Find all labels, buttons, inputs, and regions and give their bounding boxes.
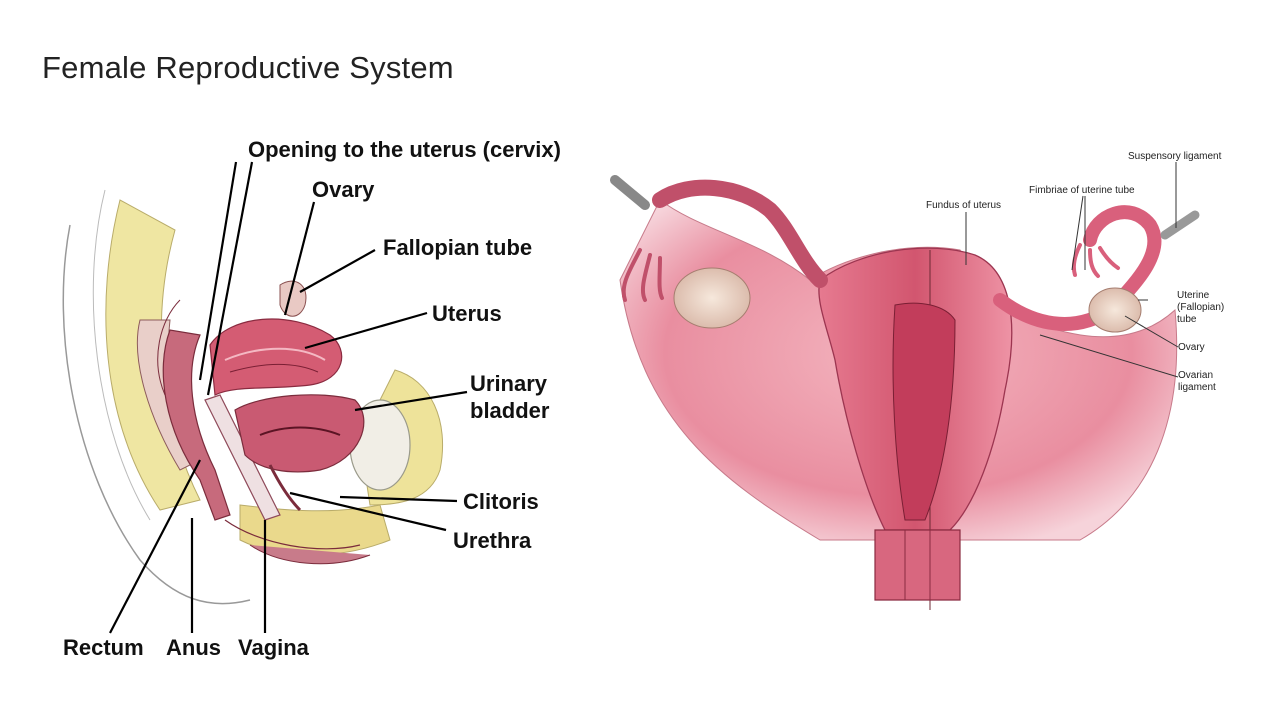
label-frontal-ovary: Ovary bbox=[1178, 342, 1205, 353]
right-ovary bbox=[1088, 287, 1142, 333]
label-uterus: Uterus bbox=[432, 301, 502, 326]
label-fimbriae: Fimbriae of uterine tube bbox=[1029, 185, 1135, 196]
vagina bbox=[204, 394, 281, 521]
urethra bbox=[268, 464, 302, 512]
label-uterine-tube: Uterine (Fallopian) tube bbox=[1177, 290, 1225, 325]
left-ovary bbox=[673, 267, 751, 329]
sagittal-section bbox=[62, 189, 444, 605]
label-fallopian-tube: Fallopian tube bbox=[383, 235, 533, 260]
uterus bbox=[209, 318, 343, 396]
frontal-leader-lines bbox=[965, 162, 1179, 378]
label-rectum: Rectum bbox=[63, 635, 144, 660]
rectum bbox=[162, 329, 231, 521]
left-uterine-tube bbox=[652, 179, 828, 288]
label-vagina: Vagina bbox=[238, 635, 309, 660]
label-suspensory-ligament: Suspensory ligament bbox=[1128, 151, 1222, 162]
label-urethra: Urethra bbox=[453, 528, 532, 553]
cervix-vagina bbox=[874, 529, 961, 601]
label-urinary-bladder: Urinary bladder bbox=[470, 371, 550, 423]
label-anus: Anus bbox=[166, 635, 221, 660]
urinary-bladder bbox=[234, 394, 365, 473]
uterine-cavity bbox=[892, 302, 956, 521]
label-fundus: Fundus of uterus bbox=[926, 200, 1002, 211]
label-ovary: Ovary bbox=[312, 177, 375, 202]
label-clitoris: Clitoris bbox=[463, 489, 539, 514]
label-ovarian-ligament: Ovarian ligament bbox=[1178, 370, 1216, 393]
sagittal-leader-lines bbox=[109, 161, 468, 634]
right-uterine-tube bbox=[993, 205, 1162, 331]
label-cervix: Opening to the uterus (cervix) bbox=[248, 137, 561, 162]
slide-title: Female Reproductive System bbox=[42, 50, 454, 85]
frontal-section bbox=[610, 175, 1200, 610]
